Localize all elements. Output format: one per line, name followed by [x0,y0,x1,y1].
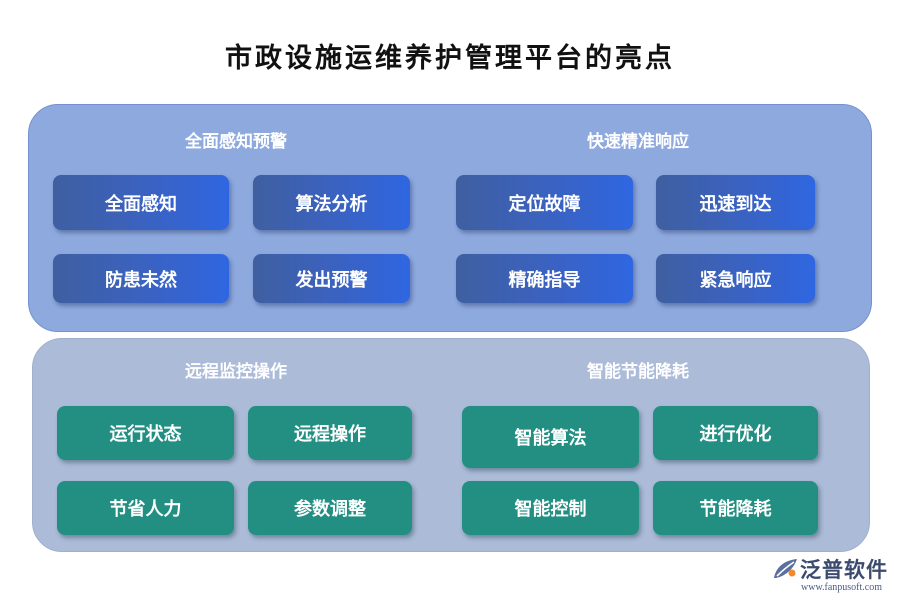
section-title-perception: 全面感知预警 [185,132,287,152]
logo-name: 泛普软件 [800,558,888,582]
box-perception-3: 防患未然 [53,254,229,303]
box-energy-4: 节能降耗 [653,481,818,535]
section-title-remote: 远程监控操作 [185,362,287,382]
box-perception-1: 全面感知 [53,175,229,230]
box-energy-1: 智能算法 [462,406,639,468]
box-energy-3: 智能控制 [462,481,639,535]
box-energy-2: 进行优化 [653,406,818,460]
box-remote-4: 参数调整 [248,481,412,535]
leaf-logo-icon [774,559,797,578]
logo-url: www.fanpusoft.com [801,582,883,593]
box-response-2: 迅速到达 [656,175,815,230]
box-response-1: 定位故障 [456,175,633,230]
box-response-4: 紧急响应 [656,254,815,303]
box-remote-2: 远程操作 [248,406,412,460]
section-title-response: 快速精准响应 [587,132,689,152]
box-remote-1: 运行状态 [57,406,234,460]
box-response-3: 精确指导 [456,254,633,303]
page-title: 市政设施运维养护管理平台的亮点 [225,43,675,74]
box-remote-3: 节省人力 [57,481,234,535]
brand-logo: 泛普软件 www.fanpusoft.com [770,552,894,596]
box-perception-2: 算法分析 [253,175,410,230]
section-title-energy: 智能节能降耗 [587,362,689,382]
box-perception-4: 发出预警 [253,254,410,303]
